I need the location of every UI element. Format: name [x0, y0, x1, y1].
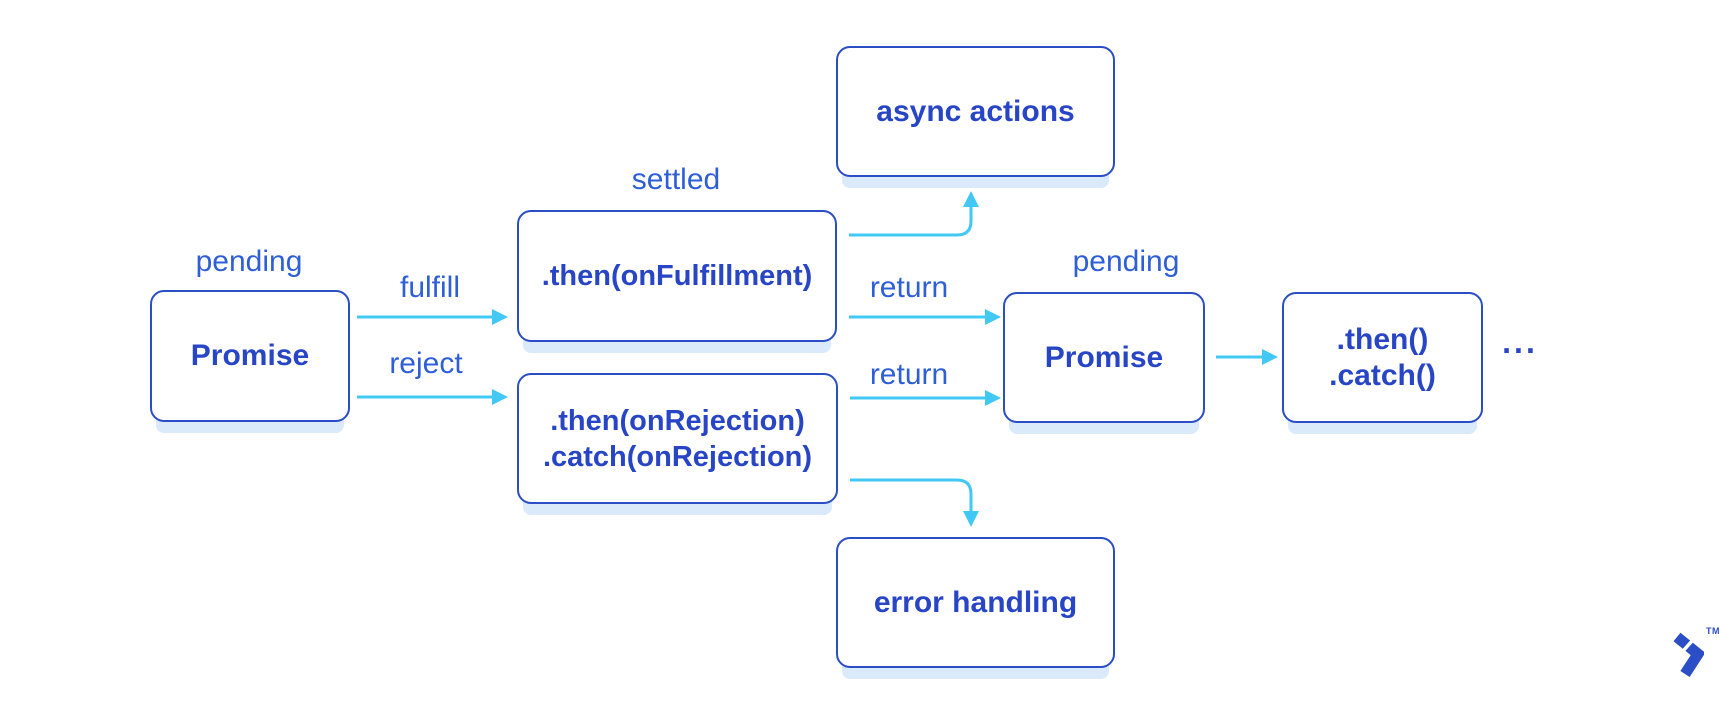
node-label-line2: .catch(onRejection) [542, 440, 813, 473]
state-label-settled: settled [631, 163, 721, 196]
state-label-pending-right: pending [1072, 245, 1180, 278]
trademark-label: TM [1706, 626, 1720, 636]
node-label-line1: .then() [1336, 322, 1429, 356]
edge-label-return-bottom: return [869, 358, 949, 391]
node-error-handling: error handling [836, 537, 1115, 668]
node-label: Promise [1044, 340, 1164, 374]
node-label: async actions [876, 94, 1075, 128]
node-label: Promise [190, 339, 310, 372]
chain-continues-ellipsis: ... [1502, 324, 1538, 360]
node-label: .then(onFulfillment) [541, 260, 813, 292]
arrow-to-async-actions [849, 191, 979, 237]
node-promise-returned: Promise [1003, 292, 1205, 423]
node-label-line1: .then(onRejection) [550, 404, 805, 437]
edge-label-fulfill: fulfill [399, 271, 461, 304]
arrow-reject [357, 389, 508, 405]
node-then-onfulfillment: .then(onFulfillment) [517, 210, 837, 342]
node-async-actions: async actions [836, 46, 1115, 177]
edge-label-return-top: return [869, 271, 949, 304]
state-label-pending-left: pending [195, 245, 303, 278]
toptal-logo-icon [1673, 632, 1704, 677]
edge-label-reject: reject [389, 347, 463, 380]
arrow-to-then-catch [1216, 349, 1278, 365]
brand-mark: TM [1672, 626, 1720, 678]
node-then-catch-onrejection: .then(onRejection) .catch(onRejection) [517, 373, 838, 504]
node-label-line2: .catch() [1329, 358, 1436, 392]
arrow-return-top [849, 309, 1001, 325]
node-label: error handling [873, 585, 1078, 619]
node-promise-pending: Promise [150, 290, 350, 422]
arrow-to-error-handling [850, 478, 979, 527]
node-then-catch-chain: .then() .catch() [1282, 292, 1483, 423]
arrow-fulfill [357, 309, 508, 325]
